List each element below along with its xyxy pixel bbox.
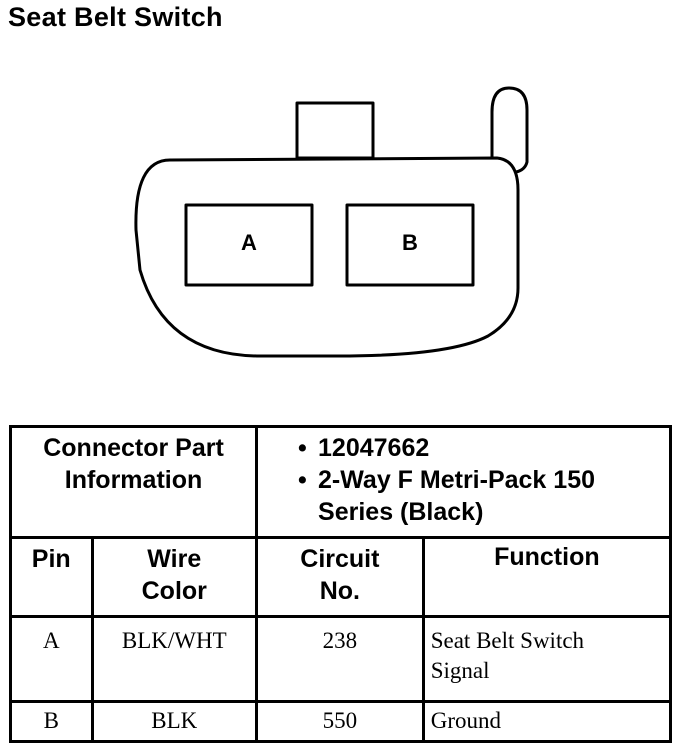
bullet-icon: • <box>298 434 307 462</box>
connector-lock-hook <box>490 86 529 174</box>
table-row: A BLK/WHT 238 Seat Belt Switch Signal <box>9 615 673 703</box>
table-row: B BLK 550 Ground <box>9 700 673 743</box>
cell-wire-color: BLK/WHT <box>90 615 259 703</box>
connector-diagram: A B <box>134 86 529 358</box>
pin-label-a: A <box>241 230 257 255</box>
part-type-item: • 2-Way F Metri-Pack 150 Series (Black) <box>258 464 669 528</box>
bullet-icon: • <box>298 466 307 494</box>
pin-label-b: B <box>402 230 418 255</box>
pin-cavity-b <box>345 203 475 287</box>
cell-pin: B <box>9 700 94 743</box>
header-wire-color-cell: Wire Color <box>90 536 259 618</box>
connector-part-label-cell: Connector Part Information <box>8 425 259 539</box>
part-number: 12047662 <box>318 434 430 462</box>
pin-cavity-a <box>184 203 314 287</box>
cell-wire-color: BLK <box>90 700 259 743</box>
cell-function: Seat Belt Switch Signal <box>421 615 673 703</box>
cell-circuit: 550 <box>255 700 425 743</box>
page-title: Seat Belt Switch <box>8 2 223 32</box>
header-function: Function <box>494 543 600 571</box>
table-header-row: Pin Wire Color Circuit No. Function <box>9 536 673 618</box>
cell-pin: A <box>9 615 94 703</box>
header-circuit: Circuit No. <box>300 545 380 605</box>
part-number-item: • 12047662 <box>258 432 669 464</box>
header-pin: Pin <box>31 545 71 573</box>
cell-circuit: 238 <box>255 615 425 703</box>
connector-info-table: Connector Part Information • 12047662 • … <box>8 425 673 743</box>
header-circuit-cell: Circuit No. <box>255 536 425 618</box>
header-wire-color: Wire Color <box>141 545 207 605</box>
header-function-cell: Function <box>421 536 673 618</box>
header-pin-cell: Pin <box>9 536 94 618</box>
connector-latch-tab <box>295 101 375 160</box>
connector-body-outline <box>134 156 520 358</box>
connector-part-label: Connector Part Information <box>43 434 224 494</box>
part-type: 2-Way F Metri-Pack 150 Series (Black) <box>318 466 595 526</box>
connector-part-row: Connector Part Information • 12047662 • … <box>8 425 672 539</box>
connector-part-info-cell: • 12047662 • 2-Way F Metri-Pack 150 Seri… <box>255 425 672 539</box>
cell-function: Ground <box>421 700 673 743</box>
